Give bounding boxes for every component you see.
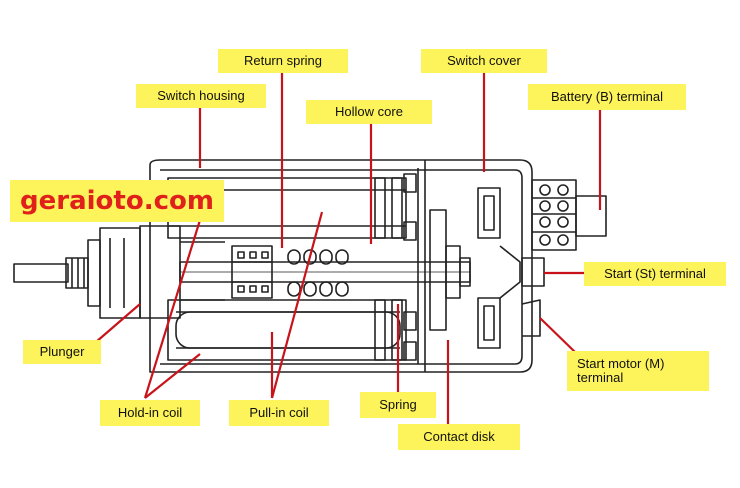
label-start-terminal: Start (St) terminal bbox=[584, 262, 726, 286]
label-contact-disk: Contact disk bbox=[398, 424, 520, 450]
plunger-shaft bbox=[13, 263, 69, 283]
label-switch-cover: Switch cover bbox=[421, 49, 547, 73]
site-watermark: geraioto.com bbox=[10, 180, 224, 222]
label-spring: Spring bbox=[360, 392, 436, 418]
label-plunger: Plunger bbox=[23, 340, 101, 364]
label-start-motor-terminal: Start motor (M) terminal bbox=[567, 351, 709, 391]
plunger-body bbox=[99, 227, 141, 319]
label-switch-housing: Switch housing bbox=[136, 84, 266, 108]
label-pull-in-coil: Pull-in coil bbox=[229, 400, 329, 426]
label-start-motor-terminal-line1: Start motor (M) bbox=[577, 356, 665, 371]
leader-lines bbox=[95, 73, 602, 424]
contact-disk bbox=[429, 209, 447, 331]
label-battery-terminal: Battery (B) terminal bbox=[528, 84, 686, 110]
label-return-spring: Return spring bbox=[218, 49, 348, 73]
label-hold-in-coil: Hold-in coil bbox=[100, 400, 200, 426]
battery-terminal-nut bbox=[531, 179, 607, 251]
label-start-motor-terminal-line2: terminal bbox=[577, 370, 624, 385]
outer-housing bbox=[149, 159, 533, 373]
return-spring-coils bbox=[231, 245, 349, 299]
label-hollow-core: Hollow core bbox=[306, 100, 432, 124]
lower-coil bbox=[167, 299, 407, 361]
